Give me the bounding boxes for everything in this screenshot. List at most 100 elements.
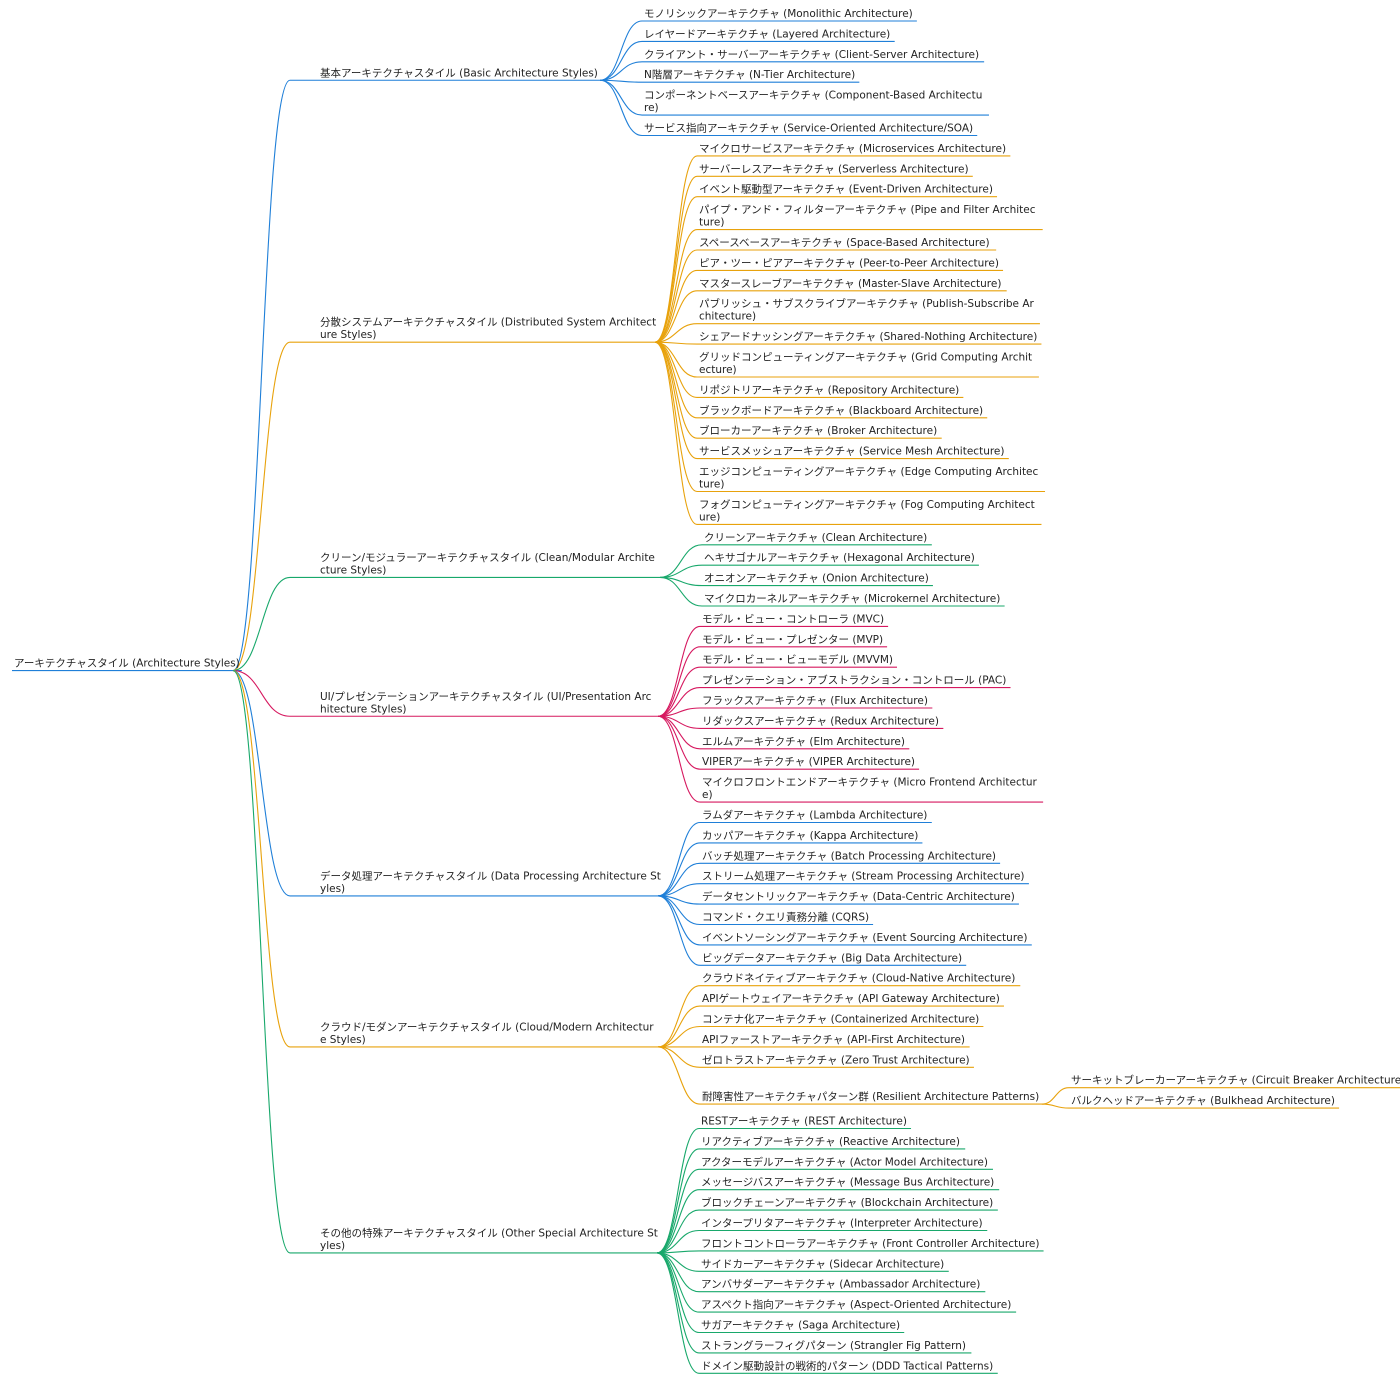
mindmap-edges <box>12 20 1400 1374</box>
leaf-node-line: コンポーネントベースアーキテクチャ (Component-Based Archi… <box>644 90 982 102</box>
leaf-node: ブロックチェーンアーキテクチャ (Blockchain Architecture… <box>701 1196 993 1209</box>
leaf-connector <box>599 61 643 81</box>
leaf-connector <box>656 1252 700 1293</box>
leaf-node-line: アンバサダーアーキテクチャ (Ambassador Architecture) <box>701 1278 980 1291</box>
leaf-connector <box>654 341 698 525</box>
leaf-node-line: カッパアーキテクチャ (Kappa Architecture) <box>702 830 918 842</box>
leaf-node: モデル・ビュー・ビューモデル (MVVM) <box>702 653 893 666</box>
leaf-node: ドメイン駆動設計の戦術的パターン (DDD Tactical Patterns) <box>701 1359 993 1372</box>
branch-node-line: クリーン/モジュラーアーキテクチャスタイル (Clean/Modular Arc… <box>320 552 655 564</box>
leaf-node: サービスメッシュアーキテクチャ (Service Mesh Architectu… <box>699 446 1005 458</box>
leaf-connector <box>656 1252 700 1374</box>
leaf-node: RESTアーキテクチャ (REST Architecture) <box>701 1116 907 1128</box>
subleaf-connector <box>1041 1103 1070 1109</box>
leaf-connector <box>599 79 643 116</box>
leaf-connector <box>657 687 701 717</box>
leaf-node-line: フォグコンピューティングアーキテクチャ (Fog Computing Archi… <box>699 498 1035 511</box>
leaf-node: クリーンアーキテクチャ (Clean Architecture) <box>704 532 927 544</box>
leaf-node: クラウドネイティブアーキテクチャ (Cloud-Native Architect… <box>702 972 1015 985</box>
leaf-node-line: ヘキサゴナルアーキテクチャ (Hexagonal Architecture) <box>704 551 975 564</box>
leaf-node-line: クライアント・サーバーアーキテクチャ (Client-Server Archit… <box>644 49 979 61</box>
leaf-node: アンバサダーアーキテクチャ (Ambassador Architecture) <box>701 1278 980 1291</box>
leaf-connector <box>659 564 703 578</box>
leaf-node: エッジコンピューティングアーキテクチャ (Edge Computing Arch… <box>699 465 1039 491</box>
leaf-node-line: リポジトリアーキテクチャ (Repository Architecture) <box>699 384 959 396</box>
leaf-node: カッパアーキテクチャ (Kappa Architecture) <box>702 830 918 842</box>
leaf-node-line: パブリッシュ・サブスクライブアーキテクチャ (Publish-Subscribe… <box>699 297 1035 310</box>
leaf-node-line: ラムダアーキテクチャ (Lambda Architecture) <box>702 809 927 822</box>
leaf-connector <box>657 985 701 1048</box>
leaf-connector <box>657 862 701 897</box>
leaf-node-line: データセントリックアーキテクチャ (Data-Centric Architect… <box>702 890 1015 903</box>
leaf-connector <box>657 1046 701 1068</box>
leaf-node-line: ecture) <box>699 364 737 376</box>
mindmap-nodes: モノリシックアーキテクチャ (Monolithic Architecture) レ… <box>14 8 1400 1372</box>
leaf-node: エルムアーキテクチャ (Elm Architecture) <box>702 736 905 748</box>
leaf-node: APIゲートウェイアーキテクチャ (API Gateway Architectu… <box>702 993 1000 1005</box>
leaf-node: リポジトリアーキテクチャ (Repository Architecture) <box>699 384 959 396</box>
leaf-node-line: e) <box>702 789 713 801</box>
leaf-node: パイプ・アンド・フィルターアーキテクチャ (Pipe and Filter Ar… <box>699 204 1036 229</box>
leaf-node-line: モデル・ビュー・コントローラ (MVC) <box>702 612 884 625</box>
leaf-node: VIPERアーキテクチャ (VIPER Architecture) <box>702 756 915 768</box>
leaf-connector <box>657 1005 701 1048</box>
leaf-node-line: APIファーストアーキテクチャ (API-First Architecture) <box>702 1034 965 1046</box>
leaf-connector <box>599 79 643 137</box>
branch-node-line: データ処理アーキテクチャスタイル (Data Processing Archit… <box>320 869 661 882</box>
leaf-node: レイヤードアーキテクチャ (Layered Architecture) <box>644 28 890 40</box>
leaf-node-line: サイドカーアーキテクチャ (Sidecar Architecture) <box>701 1258 944 1270</box>
leaf-node: サーバーレスアーキテクチャ (Serverless Architecture) <box>699 163 969 175</box>
branch-node: クラウド/モダンアーキテクチャスタイル (Cloud/Modern Archit… <box>320 1020 654 1046</box>
root-node: アーキテクチャスタイル (Architecture Styles) <box>14 658 240 670</box>
leaf-node-line: マイクロカーネルアーキテクチャ (Microkernel Architectur… <box>704 593 1000 605</box>
leaf-connector <box>657 821 701 897</box>
leaf-node: N階層アーキテクチャ (N-Tier Architecture) <box>644 69 855 81</box>
branch-node-line: その他の特殊アーキテクチャスタイル (Other Special Archite… <box>320 1226 658 1239</box>
leaf-node: マイクロサービスアーキテクチャ (Microservices Architect… <box>699 143 1006 155</box>
leaf-node: マスタースレーブアーキテクチャ (Master-Slave Architectu… <box>699 277 1001 290</box>
leaf-node-line: イベント駆動型アーキテクチャ (Event-Driven Architectur… <box>699 183 993 196</box>
leaf-connector <box>654 341 698 419</box>
leaf-node: モデル・ビュー・プレゼンター (MVP) <box>702 633 883 646</box>
branch-connector <box>232 576 291 672</box>
leaf-node: サイドカーアーキテクチャ (Sidecar Architecture) <box>701 1258 944 1270</box>
branch-node-line: yles) <box>320 1240 345 1252</box>
leaf-node: イベントソーシングアーキテクチャ (Event Sourcing Archite… <box>702 931 1027 944</box>
leaf-node-line: アスペクト指向アーキテクチャ (Aspect-Oriented Architec… <box>701 1298 1011 1311</box>
leaf-connector <box>654 341 698 439</box>
leaf-node-line: ゼロトラストアーキテクチャ (Zero Trust Architecture) <box>702 1054 970 1066</box>
leaf-node-line: レイヤードアーキテクチャ (Layered Architecture) <box>644 28 890 40</box>
leaf-node-line: コマンド・クエリ責務分離 (CQRS) <box>702 911 869 924</box>
leaf-node-line: オニオンアーキテクチャ (Onion Architecture) <box>704 573 929 585</box>
leaf-node-line: VIPERアーキテクチャ (VIPER Architecture) <box>702 756 915 768</box>
leaf-connector <box>657 646 701 717</box>
leaf-node-line: chitecture) <box>699 311 756 323</box>
leaf-node: ビッグデータアーキテクチャ (Big Data Architecture) <box>702 951 962 964</box>
leaf-node-line: ピア・ツー・ピアアーキテクチャ (Peer-to-Peer Architectu… <box>699 257 999 269</box>
leaf-connector <box>654 341 698 493</box>
leaf-node-line: ture) <box>699 217 724 229</box>
leaf-node-line: APIゲートウェイアーキテクチャ (API Gateway Architectu… <box>702 993 1000 1005</box>
leaf-connector <box>654 196 698 343</box>
branch-node-line: 基本アーキテクチャスタイル (Basic Architecture Styles… <box>320 66 598 79</box>
branch-node: その他の特殊アーキテクチャスタイル (Other Special Archite… <box>320 1226 658 1252</box>
leaf-connector <box>656 1252 700 1334</box>
leaf-node-line: クラウドネイティブアーキテクチャ (Cloud-Native Architect… <box>702 972 1015 985</box>
leaf-node: APIファーストアーキテクチャ (API-First Architecture) <box>702 1034 965 1046</box>
leaf-node: アクターモデルアーキテクチャ (Actor Model Architecture… <box>701 1155 988 1168</box>
leaf-node: イベント駆動型アーキテクチャ (Event-Driven Architectur… <box>699 183 993 196</box>
leaf-node-line: スペースベースアーキテクチャ (Space-Based Architecture… <box>699 237 990 249</box>
leaf-node: リダックスアーキテクチャ (Redux Architecture) <box>702 714 939 727</box>
leaf-node-line: モノリシックアーキテクチャ (Monolithic Architecture) <box>644 8 913 20</box>
leaf-node: スペースベースアーキテクチャ (Space-Based Architecture… <box>699 237 990 249</box>
branch-node-line: クラウド/モダンアーキテクチャスタイル (Cloud/Modern Archit… <box>320 1020 654 1033</box>
branch-node-line: yles) <box>320 883 345 895</box>
leaf-connector <box>654 269 698 343</box>
leaf-node-line: クリーンアーキテクチャ (Clean Architecture) <box>704 532 927 544</box>
leaf-connector <box>599 40 643 81</box>
leaf-node-line: モデル・ビュー・プレゼンター (MVP) <box>702 633 883 646</box>
branch-node-line: cture Styles) <box>320 564 386 576</box>
subleaf-node: バルクヘッドアーキテクチャ (Bulkhead Architecture) <box>1071 1095 1335 1107</box>
leaf-node: クライアント・サーバーアーキテクチャ (Client-Server Archit… <box>644 49 979 61</box>
